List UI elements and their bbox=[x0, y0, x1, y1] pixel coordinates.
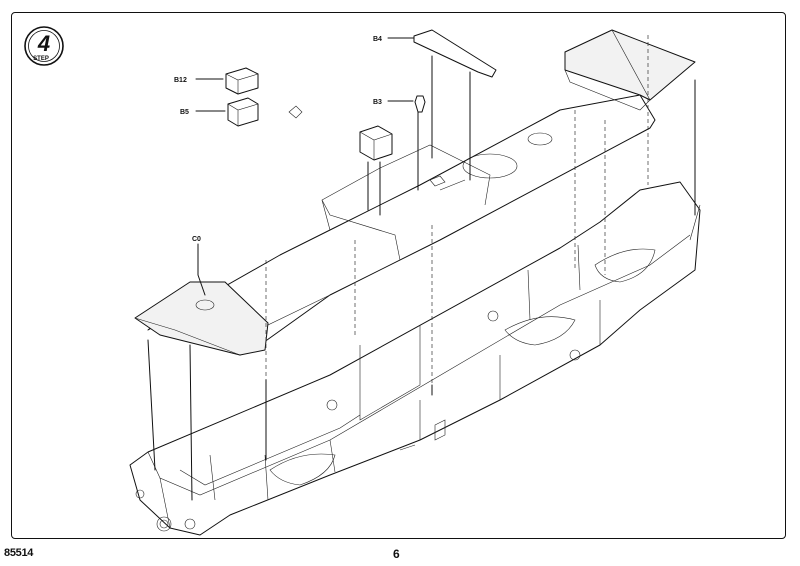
label-b4: B4 bbox=[373, 36, 382, 43]
part-b4: B4 bbox=[373, 29, 497, 78]
assembly-guides bbox=[147, 35, 696, 501]
page-frame bbox=[11, 12, 786, 539]
rotate-arrow-icon bbox=[288, 105, 303, 119]
page-number: 6 bbox=[393, 547, 400, 561]
mid-block bbox=[359, 125, 393, 161]
label-b12: B12 bbox=[174, 77, 187, 84]
step-badge: 4 STEP bbox=[24, 26, 64, 66]
step-word: STEP bbox=[33, 56, 49, 62]
label-b5: B5 bbox=[180, 109, 189, 116]
kit-number: 85514 bbox=[4, 547, 34, 559]
part-b5: B5 bbox=[180, 97, 303, 127]
label-b3: B3 bbox=[373, 99, 382, 106]
part-b3: B3 bbox=[373, 95, 426, 113]
part-b12: B12 bbox=[174, 67, 259, 95]
front-cover bbox=[134, 281, 269, 356]
step-number: 4 bbox=[37, 31, 50, 56]
rear-cover bbox=[564, 29, 696, 111]
part-c0: C0 bbox=[192, 236, 206, 296]
hull-lower bbox=[129, 181, 701, 536]
label-c0: C0 bbox=[192, 236, 201, 243]
